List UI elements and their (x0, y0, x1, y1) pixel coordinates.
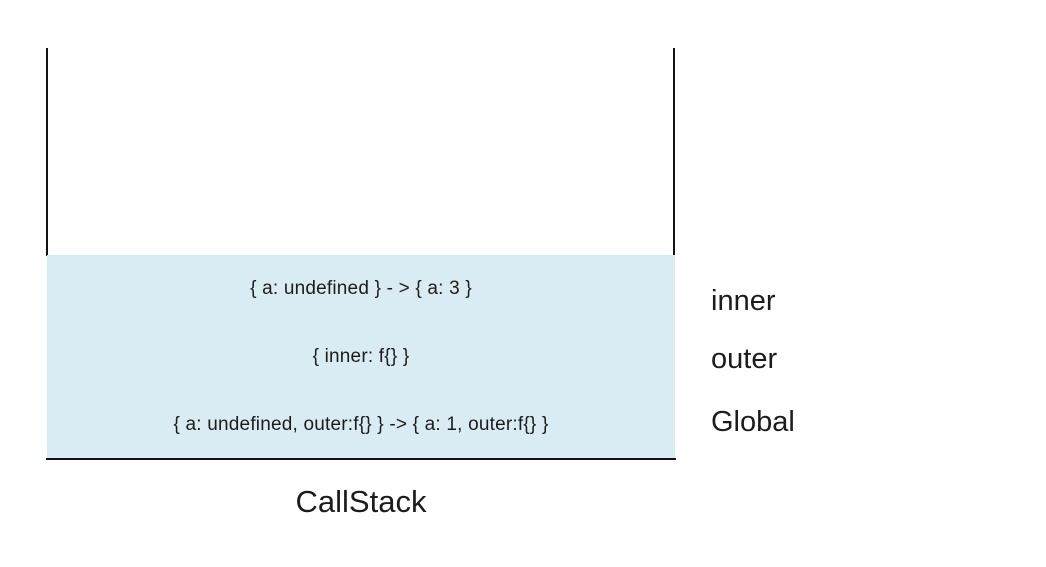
stack-left-border (46, 48, 48, 256)
frame-content-inner: { a: undefined } - > { a: 3 } (250, 278, 472, 299)
stack-frame-outer: { inner: f{} } (47, 323, 675, 391)
stack-right-border (673, 48, 675, 256)
stack-frame-inner: { a: undefined } - > { a: 3 } (47, 255, 675, 323)
frame-content-outer: { inner: f{} } (312, 346, 410, 367)
frame-label-outer: outer (711, 343, 778, 375)
frame-content-global: { a: undefined, outer:f{} } -> { a: 1, o… (173, 414, 549, 435)
frame-label-global: Global (711, 406, 795, 438)
callstack-caption: CallStack (295, 484, 427, 519)
frame-label-inner: inner (711, 285, 776, 317)
stack-frame-global: { a: undefined, outer:f{} } -> { a: 1, o… (47, 391, 675, 459)
stack-frames: { a: undefined } - > { a: 3 } { inner: f… (47, 255, 675, 459)
stack-bottom-border (46, 458, 676, 460)
